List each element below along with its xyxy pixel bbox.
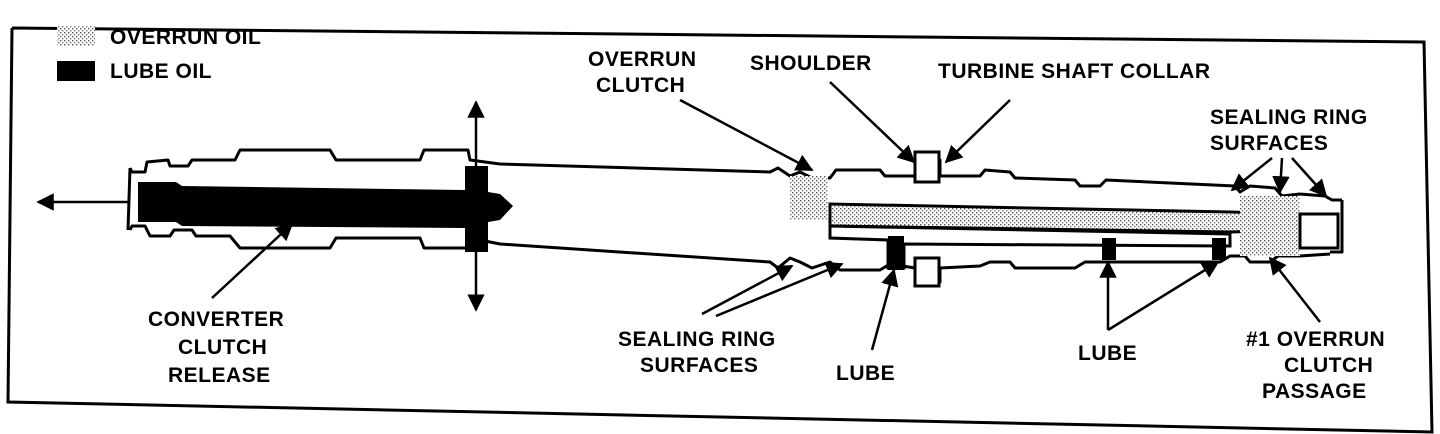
shaft-end-bore — [1298, 212, 1340, 250]
label-sealing-bottom-line2: SURFACES — [640, 354, 758, 377]
label-overrun-passage-line1: #1 OVERRUN — [1246, 328, 1385, 351]
converter-release-leader — [211, 222, 294, 299]
legend-overrun-oil-swatch — [57, 26, 95, 46]
label-sealing-right-line2: SURFACES — [1210, 132, 1328, 155]
overrun-passage-leader — [1268, 256, 1321, 323]
sealing-right-leader-1 — [1230, 157, 1273, 192]
sealing-bottom-leader-2 — [715, 261, 844, 318]
turbine-shaft-collar-top — [913, 150, 941, 184]
collar-leader — [944, 99, 1011, 164]
label-overrun-clutch-line2: CLUTCH — [596, 74, 685, 97]
label-lube-right: LUBE — [1078, 342, 1137, 365]
legend-overrun-oil-label: OVERRUN OIL — [110, 26, 261, 49]
turbine-shaft-collar-bottom — [913, 256, 941, 288]
label-sealing-bottom-line1: SEALING RING — [618, 328, 776, 351]
lube-port-right — [1212, 238, 1226, 260]
shoulder-leader — [829, 81, 916, 164]
legend-lube-oil-label: LUBE OIL — [110, 60, 212, 83]
label-overrun-clutch-line1: OVERRUN — [588, 48, 697, 71]
lube-port-middle — [1102, 238, 1116, 260]
sealing-right-leader-3 — [1291, 157, 1328, 198]
flow-arrows — [36, 100, 485, 312]
overrun-oil-cloud-left — [790, 176, 828, 220]
label-lube-left: LUBE — [836, 362, 895, 385]
label-overrun-passage-line3: PASSAGE — [1262, 380, 1367, 403]
label-shoulder: SHOULDER — [750, 52, 872, 75]
sealing-bottom-leader-1 — [701, 264, 794, 316]
legend-lube-oil-swatch — [57, 61, 95, 81]
label-converter-line1: CONVERTER — [148, 308, 284, 331]
frame-border — [6, 26, 1434, 434]
leader-arrows — [211, 81, 1328, 351]
overrun-clutch-leader — [679, 98, 814, 172]
label-turbine-shaft-collar: TURBINE SHAFT COLLAR — [938, 60, 1210, 83]
lube-right-leader-2 — [1107, 260, 1220, 332]
lube-left-leader — [870, 268, 899, 351]
label-sealing-right-line1: SEALING RING — [1210, 106, 1368, 129]
overrun-oil-cloud-right — [1240, 196, 1300, 256]
label-overrun-passage-line2: CLUTCH — [1284, 354, 1373, 377]
label-converter-line3: RELEASE — [168, 364, 271, 387]
label-converter-line2: CLUTCH — [178, 336, 267, 359]
converter-clutch-release-passage — [138, 166, 513, 252]
lube-port-left — [888, 236, 904, 270]
sealing-right-leader-2 — [1272, 157, 1290, 194]
